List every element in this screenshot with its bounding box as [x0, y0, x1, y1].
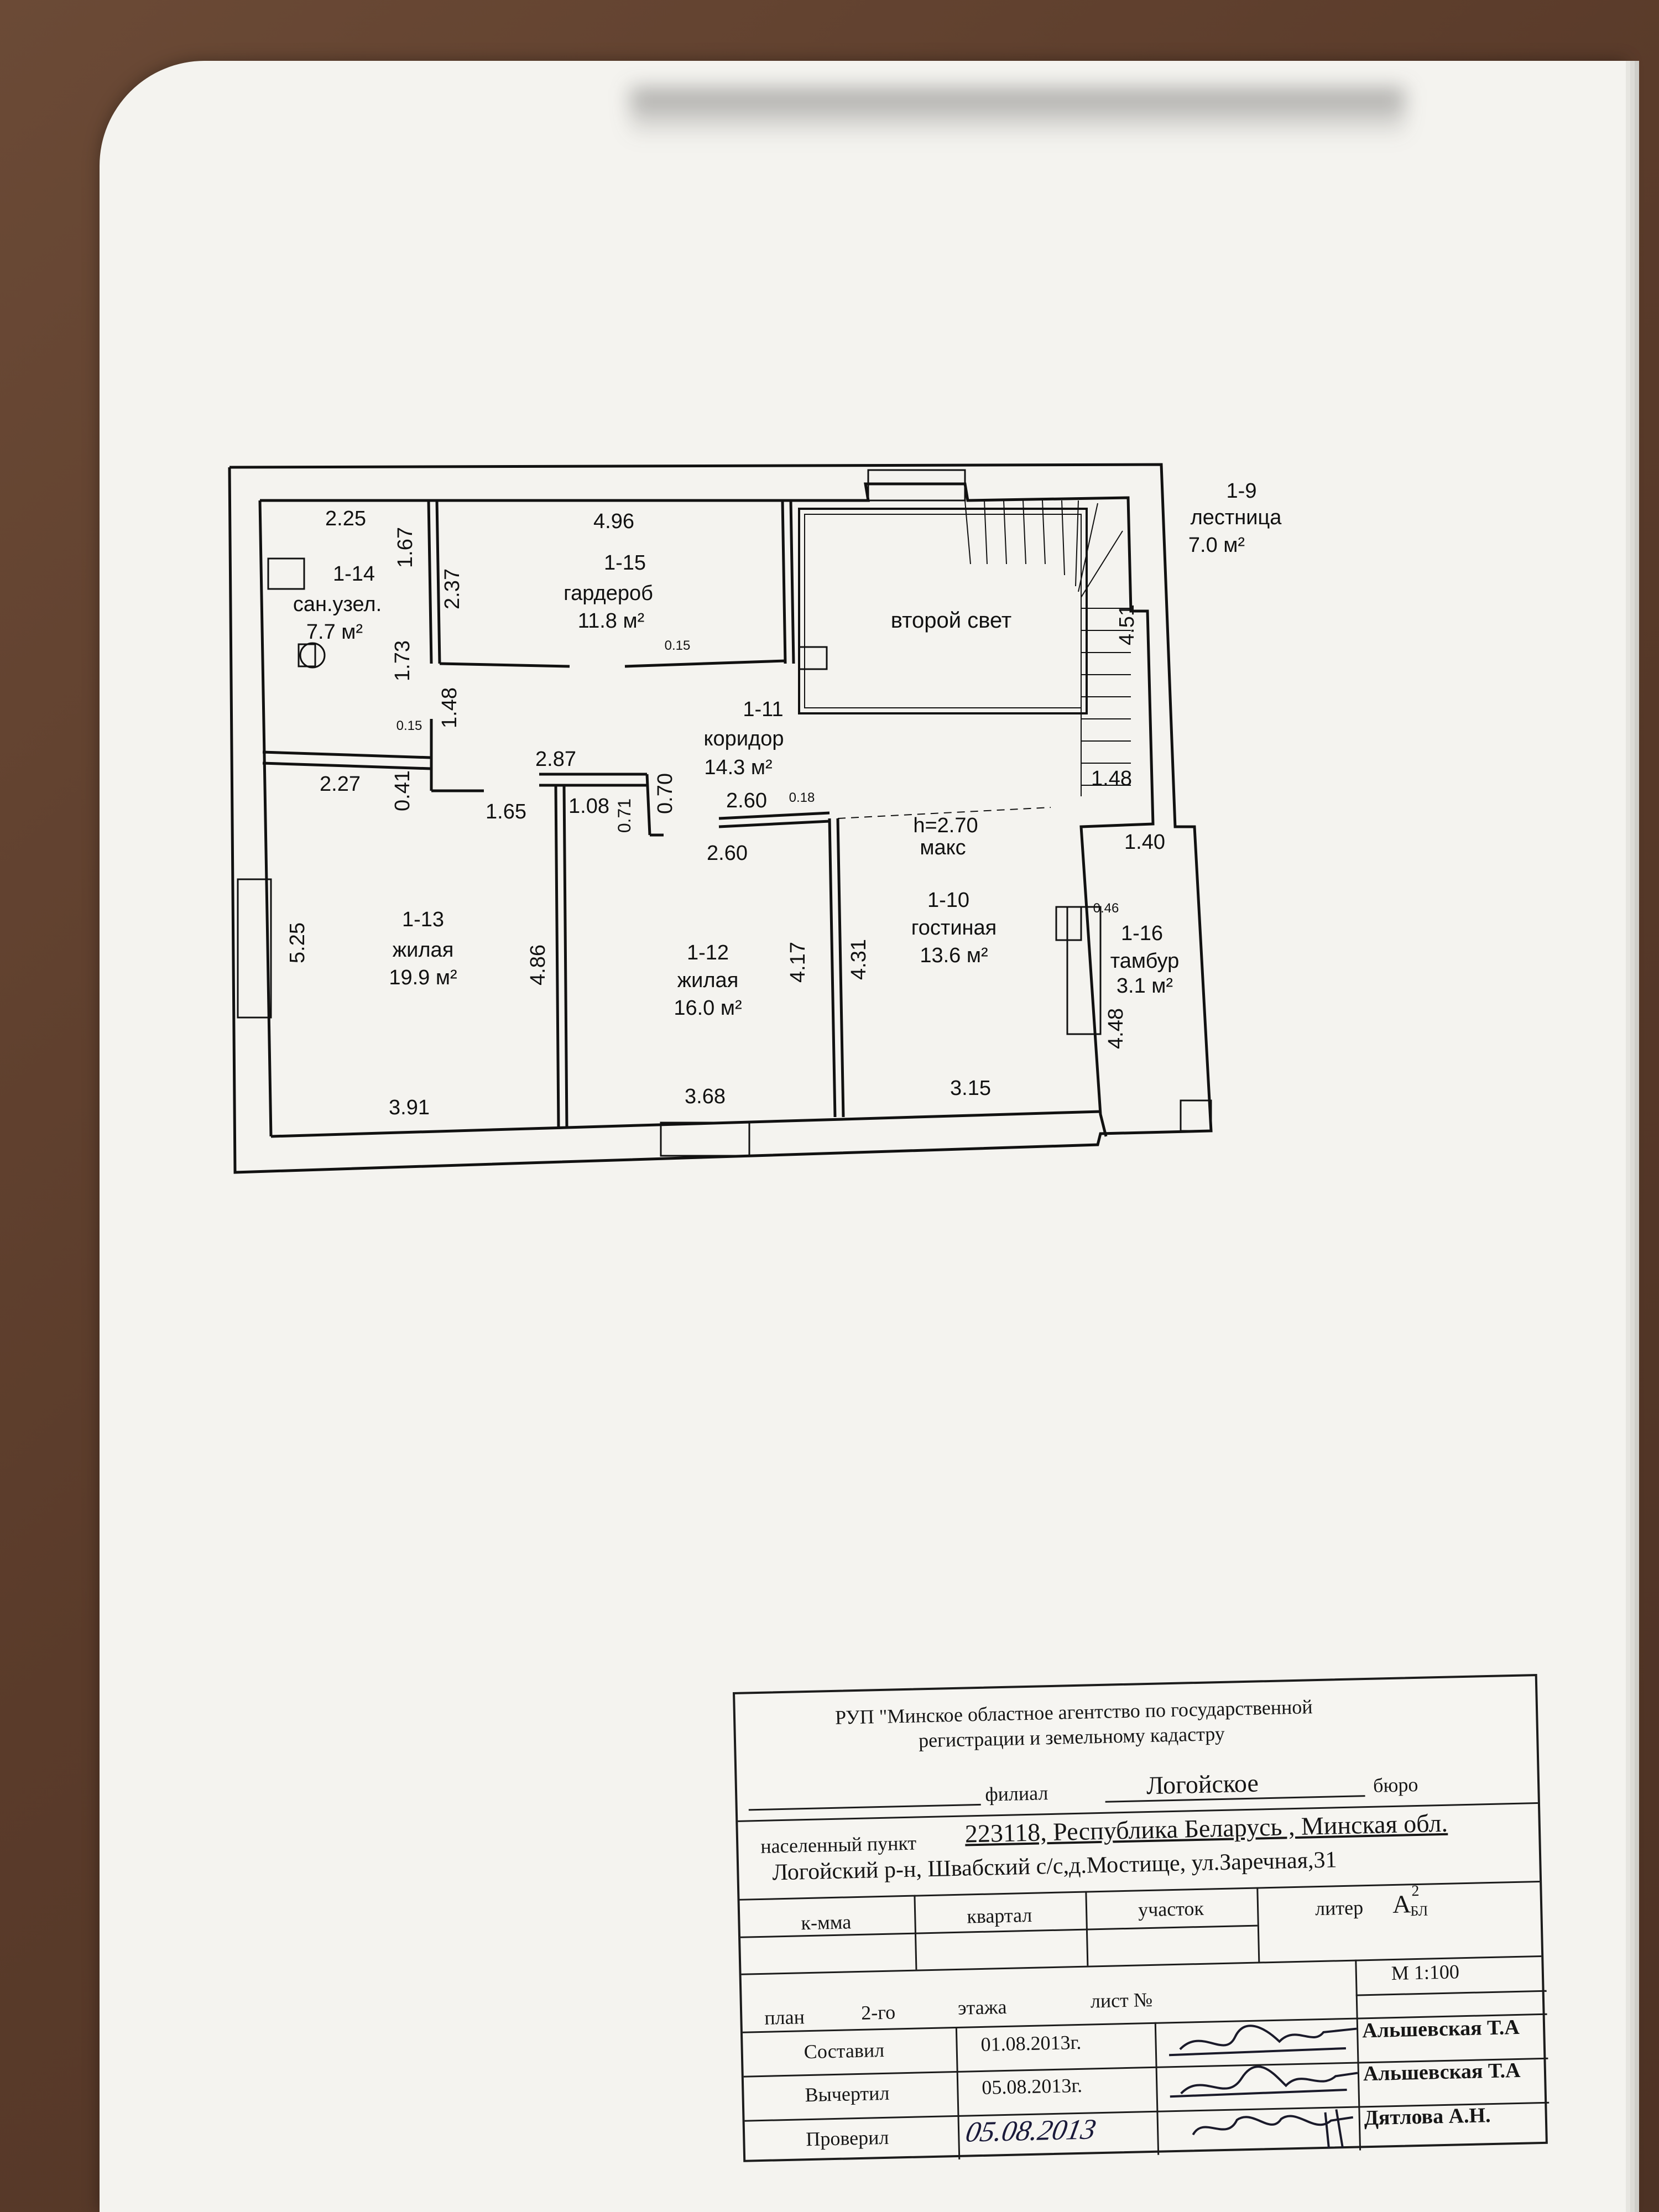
room-id-1-10: 1-10	[927, 889, 969, 912]
ceiling-height-note: макс	[920, 836, 966, 859]
dim: 2.27	[320, 773, 361, 796]
col-kmma: к-мма	[801, 1911, 852, 1934]
dim: 0.41	[391, 770, 414, 811]
liter-value: А	[1392, 1890, 1411, 1919]
settlement-label: населенный пункт	[760, 1832, 917, 1858]
dim: 2.60	[726, 789, 767, 812]
dim: 2.25	[325, 507, 366, 530]
room-name-1-13: жилая	[393, 938, 454, 962]
second-light-label: второй свет	[891, 608, 1011, 633]
scan-shadow	[630, 88, 1405, 138]
dim: 1.67	[394, 527, 417, 568]
dim: 1.73	[391, 640, 414, 681]
dim: 0.46	[1093, 901, 1119, 916]
inner-outline	[260, 482, 1155, 1137]
dim: 3.15	[950, 1077, 991, 1100]
scale-label: М 1:100	[1391, 1960, 1460, 1985]
checked-date: 05.08.2013	[963, 2114, 1099, 2148]
room-name-1-16: тамбур	[1110, 950, 1179, 973]
col-uchastok: участок	[1138, 1897, 1204, 1921]
dim: 4.86	[526, 945, 550, 985]
liter-label: литер	[1314, 1896, 1364, 1920]
dim: 3.68	[685, 1085, 726, 1108]
bureau-value: Логойское	[1146, 1768, 1259, 1800]
dim: 1.65	[486, 800, 526, 823]
ceiling-height: h=2.70	[913, 814, 978, 837]
room-id-1-15: 1-15	[604, 551, 646, 575]
room-name-1-14: сан.узел.	[293, 593, 382, 616]
room-area-1-11: 14.3 м²	[704, 756, 772, 779]
dim: 0.70	[654, 773, 677, 814]
room-name-1-12: жилая	[677, 969, 739, 992]
dim: 0.15	[665, 638, 691, 653]
room-name-1-11: коридор	[704, 727, 784, 750]
dim: 2.87	[535, 748, 576, 771]
room-name-1-10: гостиная	[911, 916, 997, 940]
dim: 4.31	[847, 939, 870, 980]
dim: 5.25	[286, 922, 309, 963]
floor-plan: 1-14 сан.узел. 7.7 м² 1-15 гардероб 11.8…	[228, 463, 1282, 1174]
floor-value: 2-го	[860, 2001, 896, 2024]
org-line-2: регистрации и земельному кадастру	[918, 1722, 1225, 1752]
room-id-1-12: 1-12	[687, 941, 729, 964]
dim: 0.71	[614, 799, 634, 833]
liter-subscript: БЛ	[1410, 1902, 1428, 1919]
room-area-1-10: 13.6 м²	[920, 944, 988, 967]
signatures	[1169, 2025, 1358, 2148]
dim: 4.48	[1104, 1008, 1128, 1049]
dim: 4.96	[593, 510, 634, 533]
compiled-label: Составил	[804, 2038, 885, 2063]
dim: 4.51	[1115, 604, 1139, 645]
room-area-1-16: 3.1 м²	[1117, 974, 1173, 998]
room-id-1-14: 1-14	[333, 562, 375, 586]
filial-label: филиал	[984, 1782, 1048, 1806]
room-area-1-13: 19.9 м²	[389, 966, 457, 989]
dim: 1.48	[438, 687, 461, 728]
room-id-1-11: 1-11	[743, 698, 783, 721]
room-id-1-9: 1-9	[1227, 479, 1257, 503]
sheet-label: лист №	[1090, 1988, 1153, 2012]
drawn-label: Вычертил	[805, 2081, 890, 2106]
compiled-name: Альшевская Т.А	[1361, 2015, 1520, 2043]
room-area-1-12: 16.0 м²	[674, 997, 742, 1020]
room-area-1-14: 7.7 м²	[306, 620, 363, 644]
room-area-1-15: 11.8 м²	[578, 609, 644, 633]
drawn-date: 05.08.2013г.	[981, 2074, 1083, 2099]
col-kvartal: квартал	[966, 1903, 1032, 1928]
checked-label: Проверил	[805, 2126, 889, 2151]
plan-label: план	[764, 2006, 805, 2029]
dim: 2.37	[441, 568, 464, 609]
dim: 0.18	[789, 790, 815, 805]
dim: 0.15	[397, 718, 422, 733]
checked-name: Дятлова А.Н.	[1364, 2104, 1491, 2130]
room-area-1-9: 7.0 м²	[1188, 534, 1245, 557]
room-id-1-13: 1-13	[402, 908, 444, 931]
room-name-1-15: гардероб	[564, 582, 653, 605]
drawn-name: Альшевская Т.А	[1363, 2058, 1521, 2086]
dim: 3.91	[389, 1096, 430, 1119]
room-id-1-16: 1-16	[1121, 922, 1163, 945]
room-name-1-9: лестница	[1191, 506, 1282, 529]
dim: 4.17	[786, 942, 810, 983]
dim: 2.60	[707, 842, 748, 865]
dim: 1.40	[1124, 831, 1165, 854]
title-block: РУП "Минское областное агентство по госу…	[733, 1673, 1550, 2162]
compiled-date: 01.08.2013г.	[980, 2031, 1082, 2056]
dim: 1.48	[1091, 767, 1132, 790]
bureau-label: бюро	[1373, 1773, 1418, 1797]
floor-label: этажа	[957, 1995, 1007, 2019]
org-line-1: РУП "Минское областное агентство по госу…	[834, 1695, 1313, 1729]
dim: 1.08	[568, 795, 609, 818]
liter-superscript: 2	[1411, 1882, 1420, 1900]
